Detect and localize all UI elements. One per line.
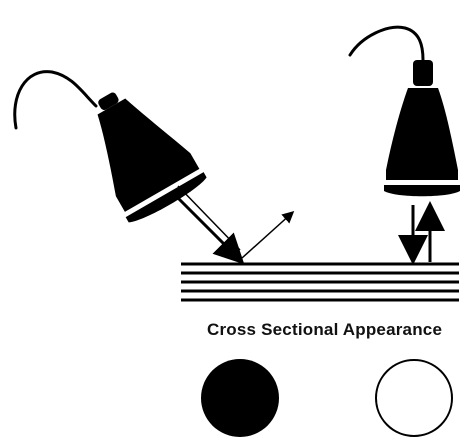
tissue-lines: [181, 262, 459, 302]
hollow-cross-section-circle: [375, 359, 453, 437]
angled-probe-neck: [98, 92, 119, 111]
angled-probe-body: [97, 98, 200, 212]
perpendicular-beam-arrows: [398, 201, 445, 265]
cross-section-caption: Cross Sectional Appearance: [207, 320, 442, 339]
incident-beam-arrow: [170, 185, 245, 265]
filled-cross-section-circle: [201, 359, 279, 437]
perpendicular-probe-cable: [348, 25, 425, 62]
reflected-beam-arrow: [241, 210, 295, 259]
perpendicular-ultrasound-probe: [348, 25, 460, 197]
angled-probe-cable: [13, 70, 98, 130]
angled-probe-foot: [125, 172, 207, 223]
perpendicular-probe-foot: [384, 185, 460, 197]
angled-ultrasound-probe: [13, 70, 207, 223]
perpendicular-probe-neck: [413, 60, 433, 86]
perpendicular-probe-body: [386, 88, 458, 180]
